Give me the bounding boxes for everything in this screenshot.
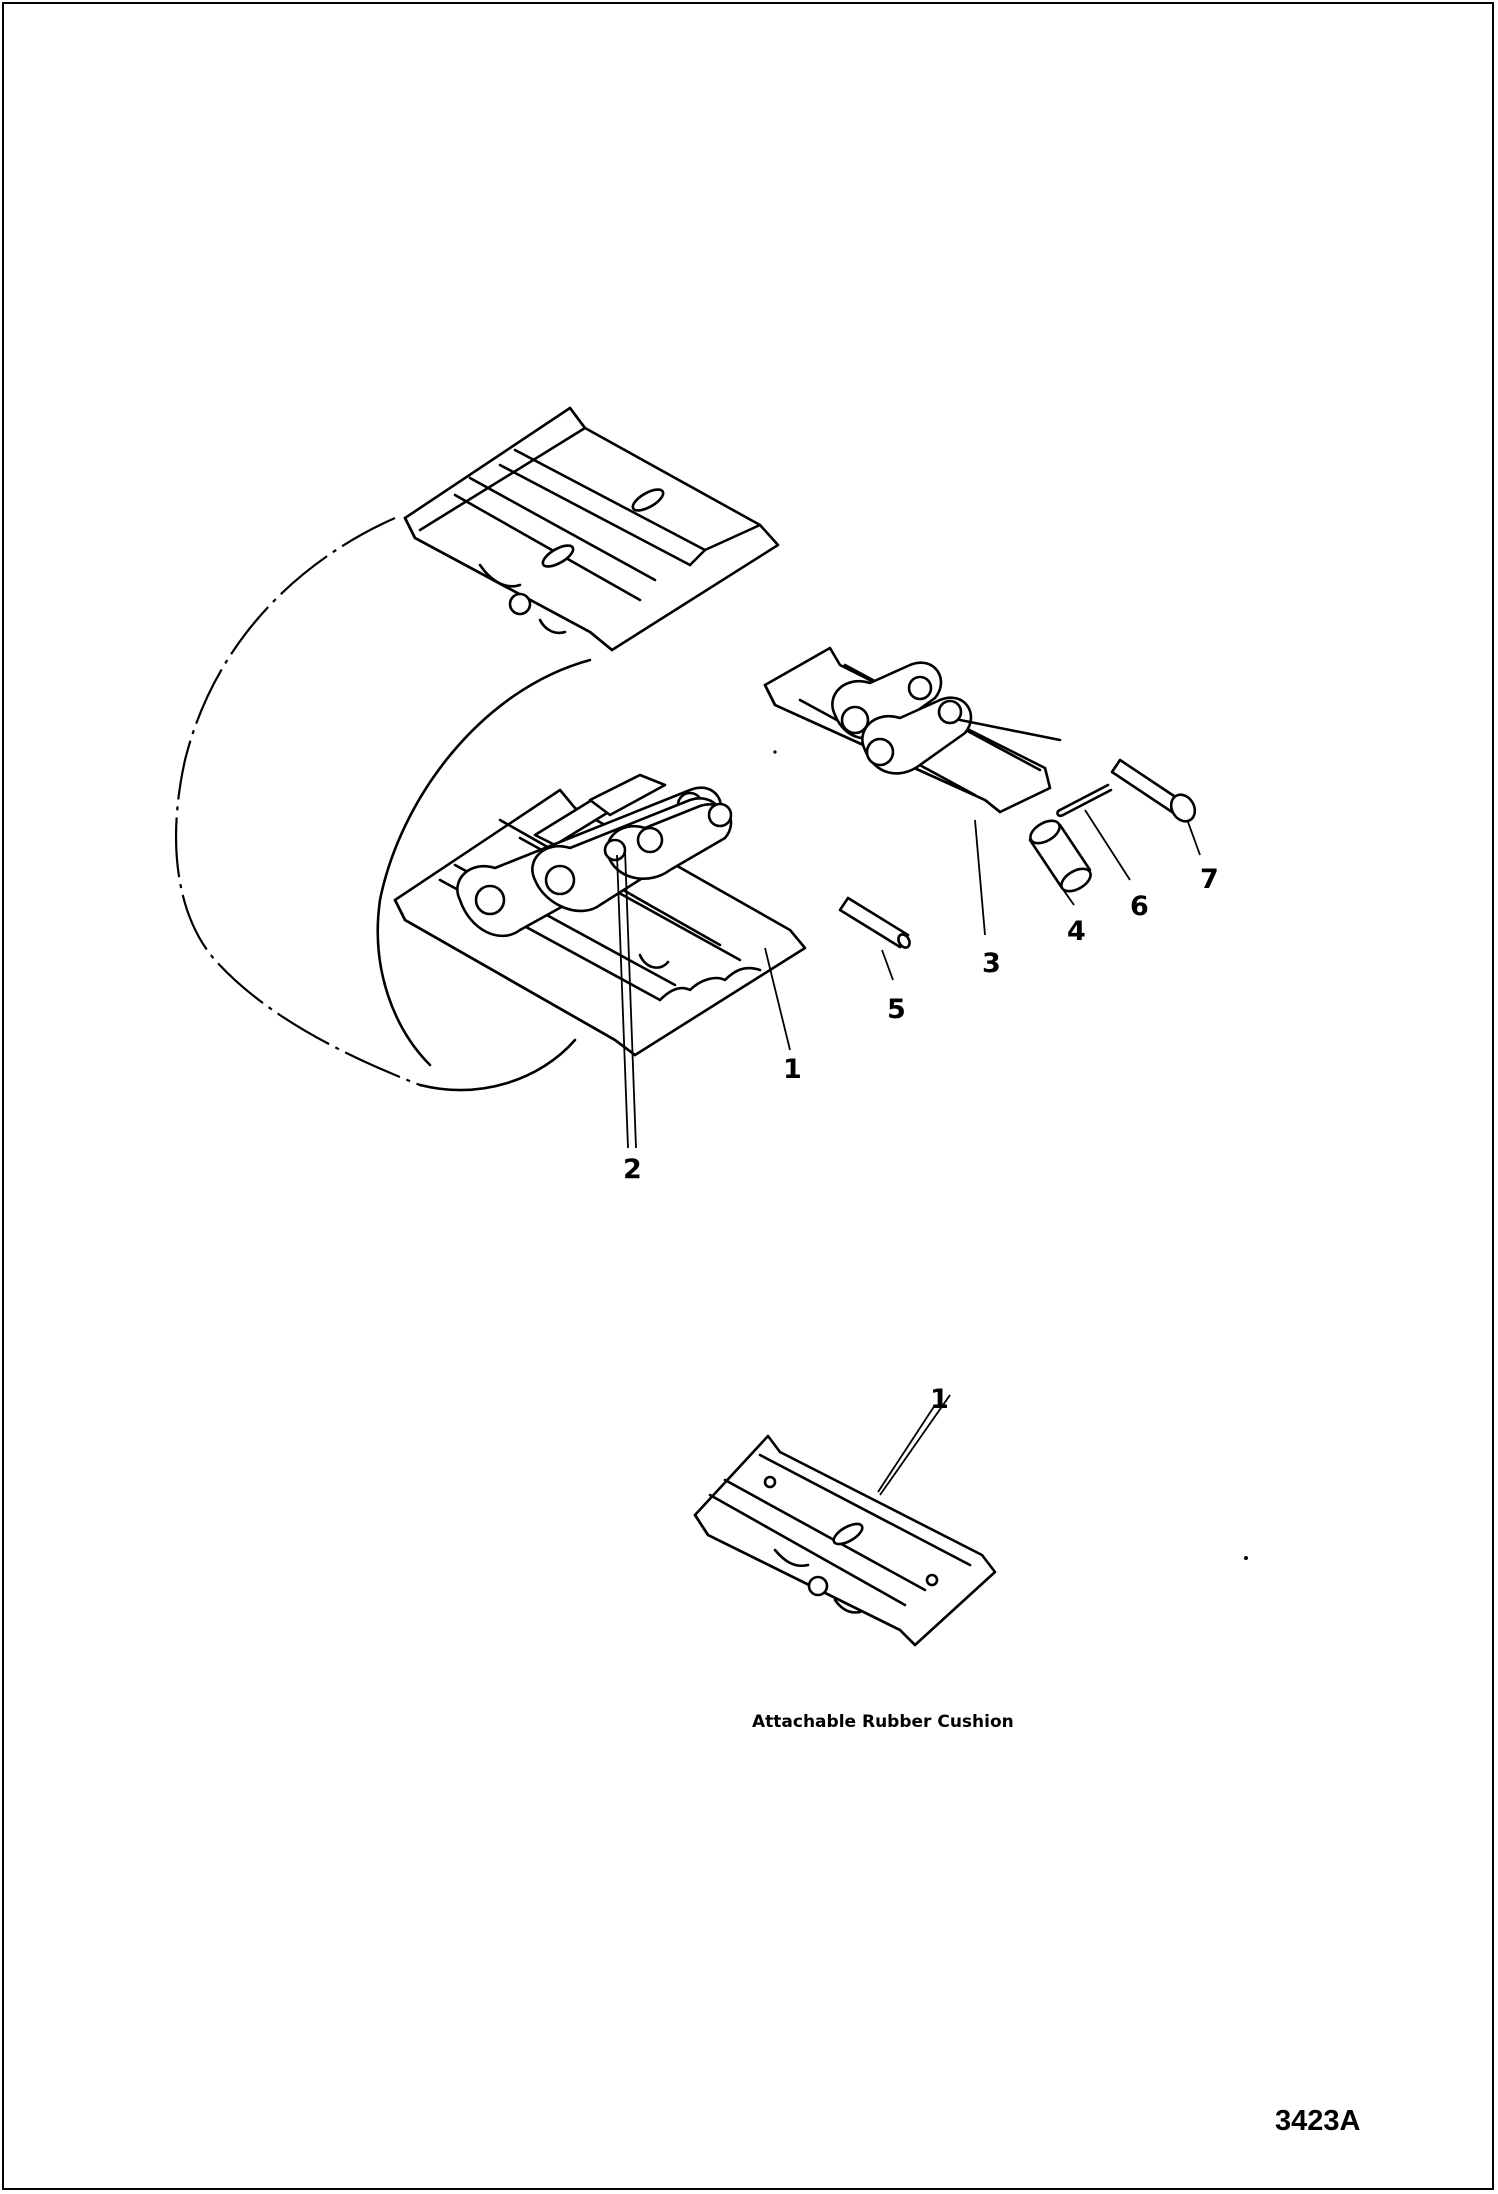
track-chain-assembly: [393, 773, 807, 1057]
callout-7: 7: [1200, 864, 1219, 895]
rubber-cushion-shoe: [693, 1434, 997, 1647]
callout-1: 1: [783, 1054, 802, 1085]
top-track-shoe: [403, 406, 780, 652]
callout-5: 5: [887, 994, 906, 1025]
track-link-assembly: [763, 646, 1062, 814]
cushion-caption: Attachable Rubber Cushion: [752, 1712, 1014, 1732]
pin-part: [838, 896, 911, 949]
leader-lines: [616, 809, 1201, 1496]
cotter-pin-part: [1056, 783, 1113, 818]
track-belt-outline: [175, 516, 592, 1092]
callout-2: 2: [623, 1154, 642, 1185]
master-pin-part: [1110, 758, 1197, 823]
callout-4: 4: [1067, 916, 1086, 947]
callout-3: 3: [982, 948, 1001, 979]
callout-6: 6: [1130, 891, 1149, 922]
bushing-part: [1028, 819, 1092, 893]
figure-number: 3423A: [1275, 2105, 1361, 2137]
callout-1-cushion: 1: [930, 1384, 949, 1415]
